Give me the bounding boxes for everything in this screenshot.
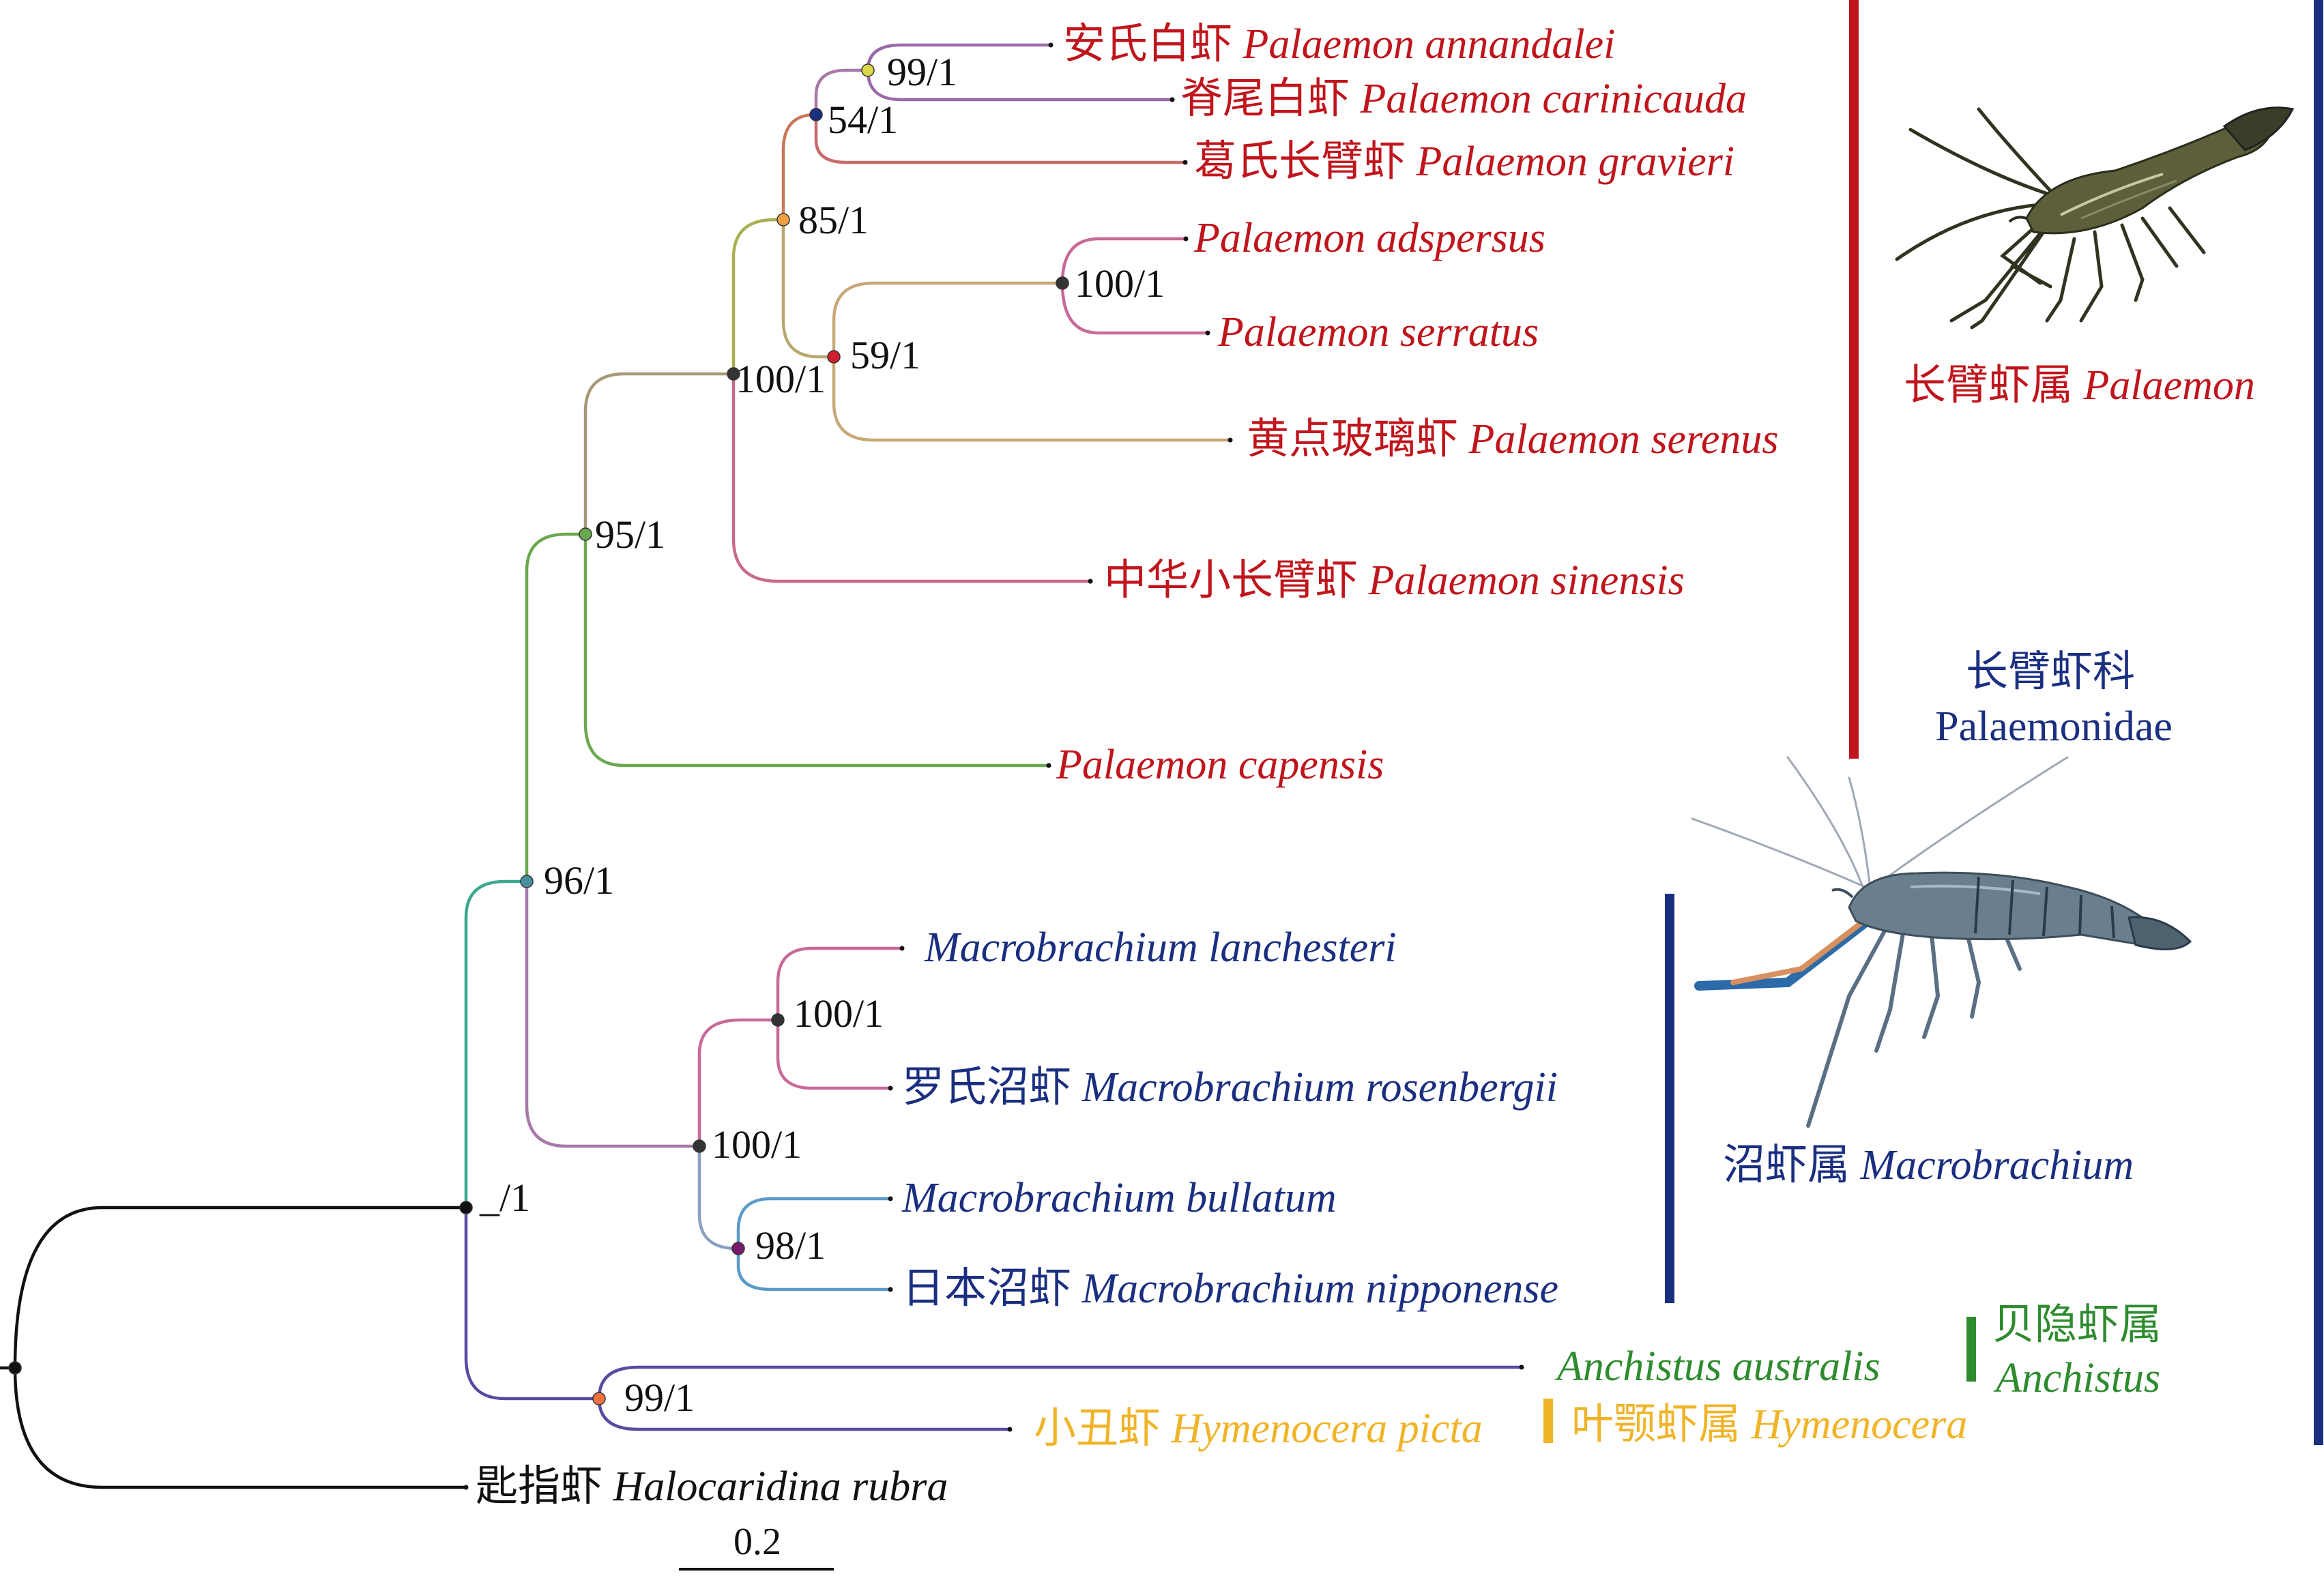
branch-n7-upper xyxy=(583,372,736,536)
branch-n8-lower xyxy=(525,879,701,1148)
palaemon-shrimp-icon xyxy=(1895,106,2295,330)
tip-label: Macrobrachium lanchesteri xyxy=(924,924,1397,971)
branch-sinensis xyxy=(731,372,1092,583)
node-n6 xyxy=(1056,276,1069,290)
group-bars xyxy=(1543,0,2323,1445)
support-label: 99/1 xyxy=(624,1375,695,1420)
palaemon-bar xyxy=(1849,0,1859,759)
branch-adspersus xyxy=(1060,237,1188,285)
root-node xyxy=(8,1361,22,1375)
tip-label: 罗氏沼虾 Macrobrachium rosenbergii xyxy=(902,1064,1558,1111)
anchistus-bar xyxy=(1966,1317,1976,1382)
branch-gravieri xyxy=(814,113,1187,164)
node-n2 xyxy=(809,108,823,121)
support-label: 96/1 xyxy=(544,858,614,903)
support-label: 95/1 xyxy=(595,512,665,557)
branch-root-rubra xyxy=(13,1366,468,1489)
tip-label: 日本沼虾 Macrobrachium nipponense xyxy=(902,1266,1558,1312)
node-n5 xyxy=(827,350,841,364)
tip-label: 脊尾白虾 Palaemon carinicauda xyxy=(1180,76,1747,122)
anchistus-genus-label-cn: 贝隐虾属 xyxy=(1992,1302,2162,1348)
family-label-cn: 长臂虾科 xyxy=(1966,649,2135,695)
node-n7 xyxy=(579,527,592,541)
support-label: 98/1 xyxy=(755,1223,826,1268)
tree-nodes xyxy=(8,63,1069,1405)
branch-nipponense xyxy=(736,1246,892,1292)
scale-bar: 0.2 xyxy=(679,1521,834,1571)
support-labels: 99/1 54/1 85/1 100/1 59/1 100/1 95/1 96/… xyxy=(479,50,1165,1420)
support-label: 100/1 xyxy=(1075,261,1165,306)
tip-label: 黄点玻璃虾 Palaemon serenus xyxy=(1247,416,1779,463)
node-n1 xyxy=(861,63,875,77)
node-n9 xyxy=(771,1013,785,1027)
branch-bullatum xyxy=(736,1197,892,1251)
macrobrachium-genus-label: 沼虾属 Macrobrachium xyxy=(1723,1142,2134,1188)
branch-n3-lower xyxy=(781,218,836,359)
support-label: 100/1 xyxy=(794,991,884,1036)
branch-n2-upper xyxy=(814,68,870,117)
tip-label: 匙指虾 Halocaridina rubra xyxy=(476,1463,948,1510)
support-label: 59/1 xyxy=(850,333,920,377)
node-n11 xyxy=(731,1242,745,1255)
tip-label: Macrobrachium bullatum xyxy=(901,1175,1337,1221)
branch-australis xyxy=(597,1365,1524,1401)
node-n8 xyxy=(520,875,534,888)
branch-capensis xyxy=(583,532,1051,768)
branch-picta xyxy=(597,1397,1012,1431)
branch-lanchesteri xyxy=(776,946,904,1022)
support-label: 85/1 xyxy=(798,198,869,242)
branch-n5-upper xyxy=(832,281,1064,359)
branch-n4-upper xyxy=(731,218,785,376)
branch-n12-lower xyxy=(464,1206,601,1401)
hymenocera-genus-label: 叶颚虾属 Hymenocera xyxy=(1571,1401,1967,1448)
node-n4 xyxy=(727,367,740,381)
branch-rosenbergii xyxy=(776,1018,892,1090)
tip-label: Anchistus australis xyxy=(1554,1343,1880,1390)
branch-root-top xyxy=(13,1206,468,1370)
support-label: 99/1 xyxy=(887,50,957,94)
support-label: _/1 xyxy=(479,1176,530,1220)
branch-n10-upper xyxy=(697,1018,780,1148)
family-bar xyxy=(2314,0,2323,1445)
tip-labels: 安氏白虾 Palaemon annandalei 脊尾白虾 Palaemon c… xyxy=(476,21,1880,1510)
branch-serratus xyxy=(1060,281,1210,335)
support-label: 100/1 xyxy=(736,357,826,401)
tip-label: 小丑虾 Hymenocera picta xyxy=(1034,1405,1483,1452)
tip-label: Palaemon capensis xyxy=(1056,742,1384,788)
branch-n8-upper xyxy=(525,532,587,884)
tip-label: 安氏白虾 Palaemon annandalei xyxy=(1063,21,1615,68)
node-n3 xyxy=(776,213,790,227)
anchistus-genus-label-latin: Anchistus xyxy=(1993,1355,2160,1401)
family-label-latin: Palaemonidae xyxy=(1935,703,2173,750)
tip-dots xyxy=(463,42,1524,1490)
scale-bar-label: 0.2 xyxy=(733,1521,781,1563)
tip-label: 中华小长臂虾 Palaemon sinensis xyxy=(1104,557,1685,604)
palaemon-genus-label: 长臂虾属 Palaemon xyxy=(1904,362,2255,409)
tip-label: Palaemon adspersus xyxy=(1193,215,1545,261)
node-n12 xyxy=(459,1201,473,1214)
group-labels: 长臂虾属 Palaemon 长臂虾科 Palaemonidae 沼虾属 Macr… xyxy=(1571,362,2255,1448)
tip-label: Palaemon serratus xyxy=(1217,309,1539,355)
macrobrachium-shrimp-icon xyxy=(1691,756,2192,1128)
support-label: 54/1 xyxy=(828,98,898,142)
hymenocera-bar xyxy=(1543,1399,1553,1443)
node-n10 xyxy=(693,1139,706,1153)
macrobrachium-bar xyxy=(1665,894,1674,1303)
branch-n12-upper xyxy=(464,879,529,1210)
support-label: 100/1 xyxy=(712,1122,802,1167)
node-n13 xyxy=(592,1392,606,1405)
branch-serenus xyxy=(832,355,1232,442)
tip-label: 葛氏长臂虾 Palaemon gravieri xyxy=(1194,138,1734,185)
